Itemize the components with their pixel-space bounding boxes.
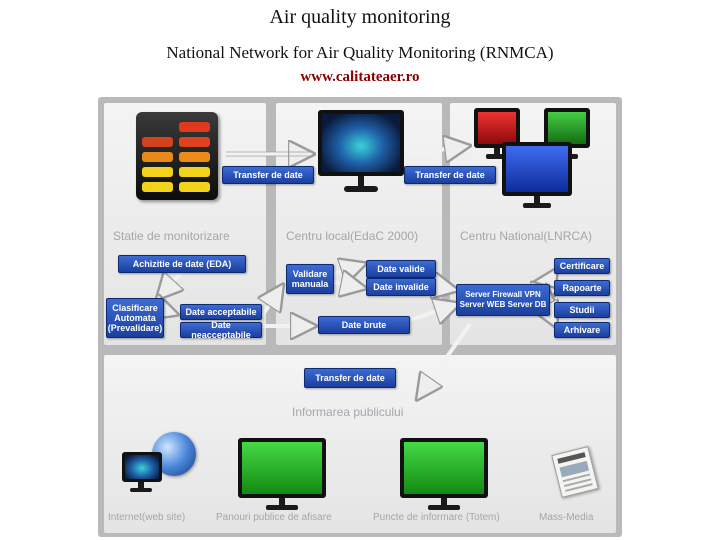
transfer-data-button[interactable]: Transfer de date bbox=[222, 166, 314, 184]
certification-button[interactable]: Certificare bbox=[554, 258, 610, 274]
monitor-icon bbox=[318, 110, 404, 196]
monitor-icon bbox=[474, 108, 520, 164]
invalid-data-button[interactable]: Date invalide bbox=[366, 278, 436, 296]
output-label-mass-media: Mass-Media bbox=[539, 512, 594, 523]
laptop-icon bbox=[120, 452, 164, 498]
archiving-button[interactable]: Arhivare bbox=[554, 322, 610, 338]
transfer-data-button[interactable]: Transfer de date bbox=[304, 368, 396, 388]
server-stack-button[interactable]: Server Firewall VPN Server WEB Server DB bbox=[456, 284, 550, 316]
monitor-icon bbox=[238, 438, 326, 514]
data-acquisition-button[interactable]: Achizitie de date (EDA) bbox=[118, 255, 246, 273]
output-label-kiosks: Puncte de informare (Totem) bbox=[373, 512, 500, 523]
section-label-station: Statie de monitorizare bbox=[113, 229, 230, 243]
page-title: Air quality monitoring bbox=[269, 6, 451, 28]
page-subtitle: National Network for Air Quality Monitor… bbox=[166, 43, 554, 62]
website-link[interactable]: www.calitateaer.ro bbox=[300, 69, 420, 85]
monitor-icon bbox=[502, 142, 572, 210]
raw-data-button[interactable]: Date brute bbox=[318, 316, 410, 334]
output-label-internet: Internet(web site) bbox=[108, 512, 186, 523]
manual-validation-button[interactable]: Validare manuala bbox=[286, 264, 334, 294]
auto-classification-button[interactable]: Clasificare Automata (Prevalidare) bbox=[106, 298, 164, 338]
studies-button[interactable]: Studii bbox=[554, 302, 610, 318]
unacceptable-data-button[interactable]: Date neacceptabile bbox=[180, 320, 262, 340]
section-label-local: Centru local(EdaC 2000) bbox=[286, 229, 419, 243]
section-label-public: Informarea publicului bbox=[292, 405, 404, 419]
section-label-national: Centru National(LNRCA) bbox=[460, 229, 593, 243]
reports-button[interactable]: Rapoarte bbox=[554, 280, 610, 296]
valid-data-button[interactable]: Date valide bbox=[366, 260, 436, 278]
output-label-panels: Panouri publice de afisare bbox=[216, 512, 332, 523]
acceptable-data-button[interactable]: Date acceptabile bbox=[180, 304, 262, 320]
analyzer-cabinet-icon bbox=[136, 112, 218, 200]
transfer-data-button[interactable]: Transfer de date bbox=[404, 166, 496, 184]
monitor-icon bbox=[400, 438, 488, 514]
